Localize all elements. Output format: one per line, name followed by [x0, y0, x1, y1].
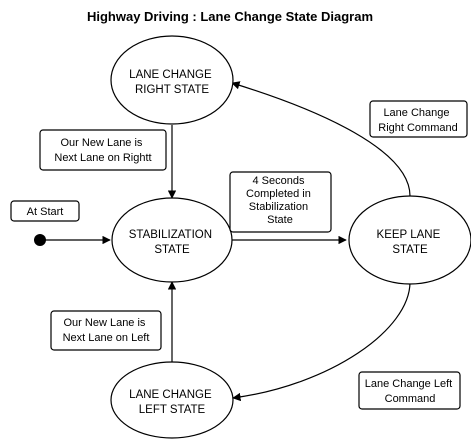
svg-text:KEEP LANE STATE: KEEP LANE STATE: [377, 229, 444, 256]
note-lane-change-left-command-line-1: Lane Change Left: [365, 378, 452, 390]
note-four-seconds: 4 Seconds Completed in Stabilization Sta…: [229, 171, 332, 233]
svg-text:LANE CHANGE RIGHT STATE: LANE CHANGE RIGHT STATE: [129, 69, 215, 96]
note-lane-change-right-command-line-1: Lane Change: [383, 107, 449, 119]
note-new-lane-right: Our New Lane is Next Lane on Rightt: [39, 129, 167, 171]
state-lane-change-right-line-1: LANE CHANGE: [129, 69, 212, 81]
state-lane-change-right[interactable]: LANE CHANGE RIGHT STATE: [110, 35, 234, 125]
state-stabilization-line-1: STABILIZATION: [129, 229, 212, 241]
note-new-lane-left-line-1: Our New Lane is: [64, 317, 146, 329]
state-stabilization[interactable]: STABILIZATION STATE: [111, 197, 233, 283]
svg-text:At Start: At Start: [27, 206, 64, 218]
note-new-lane-right-line-1: Our New Lane is: [61, 137, 143, 149]
transitions: [40, 81, 411, 402]
state-lane-change-left[interactable]: LANE CHANGE LEFT STATE: [110, 361, 234, 439]
diagram-title: Highway Driving : Lane Change State Diag…: [87, 9, 373, 24]
edge-keep-lane-to-right: [231, 81, 411, 197]
note-four-seconds-line-1: 4 Seconds: [252, 175, 304, 187]
svg-text:Lane Change Left Command: Lane Change Left Command: [365, 378, 456, 405]
svg-text:Our New Lane is Next Lan: Our New Lane is Next Lane on Rightt: [54, 137, 151, 164]
initial-state-dot: [34, 234, 46, 246]
note-four-seconds-line-4: State: [267, 214, 293, 226]
svg-text:4 Seconds Completed in: 4 Seconds Completed in Stabilization Sta…: [246, 175, 314, 226]
note-four-seconds-line-2: Completed in: [246, 188, 311, 200]
note-at-start-line-1: At Start: [27, 206, 64, 218]
note-lane-change-left-command: Lane Change Left Command: [358, 371, 461, 410]
svg-text:LANE CHANGE LEFT STATE: LANE CHANGE LEFT STATE: [129, 389, 215, 416]
note-new-lane-left-line-2: Next Lane on Left: [63, 332, 150, 344]
state-keep-lane[interactable]: KEEP LANE STATE: [348, 195, 471, 285]
state-keep-lane-line-1: KEEP LANE: [377, 229, 441, 241]
svg-text:Lane Change Right Comman: Lane Change Right Command: [378, 107, 457, 134]
state-lane-change-left-line-2: LEFT STATE: [139, 404, 206, 416]
note-lane-change-left-command-line-2: Command: [385, 393, 436, 405]
state-stabilization-line-2: STATE: [154, 244, 190, 256]
state-lane-change-right-line-2: RIGHT STATE: [135, 84, 209, 96]
state-lane-change-left-line-1: LANE CHANGE: [129, 389, 212, 401]
edge-keep-lane-to-left: [232, 281, 411, 402]
note-new-lane-left: Our New Lane is Next Lane on Left: [50, 310, 162, 351]
note-at-start: At Start: [10, 200, 80, 222]
note-four-seconds-line-3: Stabilization: [249, 201, 308, 213]
state-keep-lane-line-2: STATE: [392, 244, 428, 256]
note-lane-change-right-command: Lane Change Right Command: [369, 100, 468, 138]
note-new-lane-right-line-2: Next Lane on Rightt: [54, 152, 151, 164]
svg-text:Our New Lane is Next Lan: Our New Lane is Next Lane on Left: [63, 317, 150, 344]
note-lane-change-right-command-line-2: Right Command: [378, 122, 457, 134]
svg-text:STABILIZATION STATE: STABILIZATION STATE: [129, 229, 215, 256]
